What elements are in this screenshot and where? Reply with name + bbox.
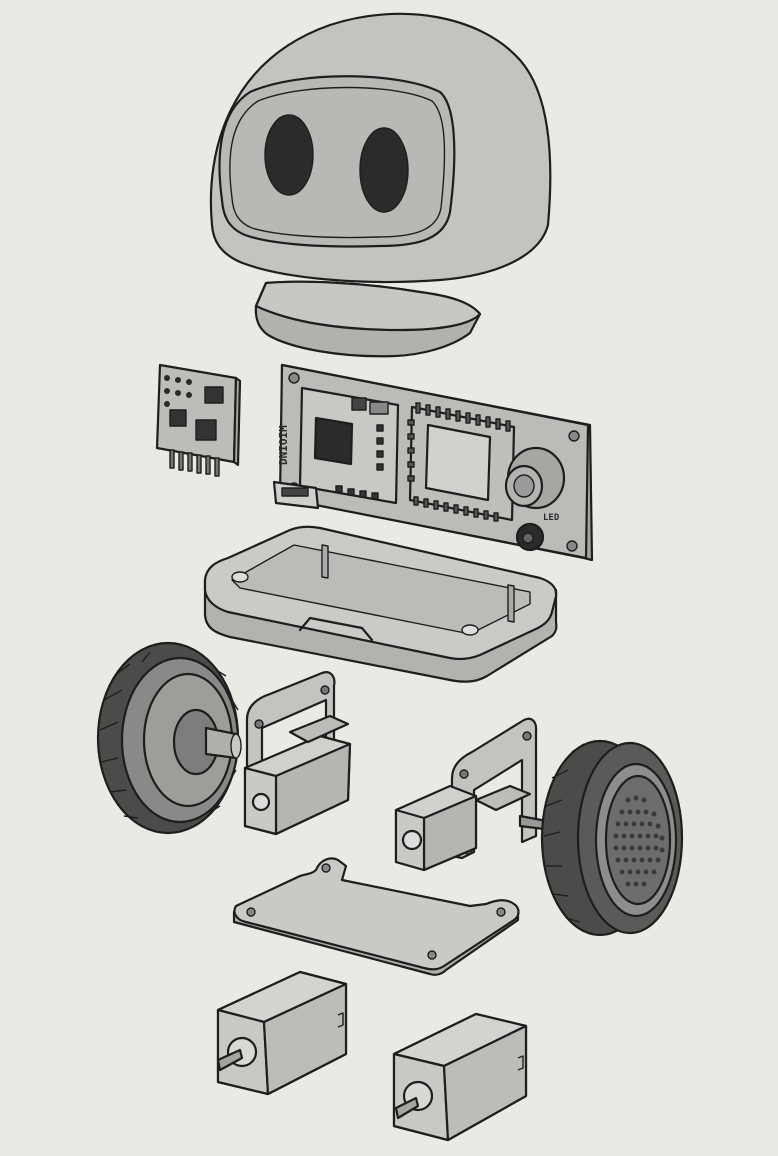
top-cover-plate xyxy=(254,280,482,358)
gear-motor-left xyxy=(216,970,348,1096)
head-dome xyxy=(209,12,552,284)
main-board: DNIOIM xyxy=(272,363,594,562)
board-silkscreen-text: DNIOIM xyxy=(277,425,290,465)
gear-motor-right xyxy=(392,1012,528,1142)
sensor-module xyxy=(155,363,242,477)
left-eye xyxy=(264,114,314,196)
base-plate xyxy=(232,857,520,976)
wheel-hex-pattern xyxy=(613,795,665,887)
right-eye xyxy=(359,127,409,213)
board-mark-text: LED xyxy=(543,513,560,523)
chassis-tray xyxy=(203,525,558,683)
right-motor-bracket xyxy=(394,717,554,872)
left-motor-bracket xyxy=(243,671,352,836)
left-wheel xyxy=(96,641,242,835)
right-wheel xyxy=(540,739,684,937)
